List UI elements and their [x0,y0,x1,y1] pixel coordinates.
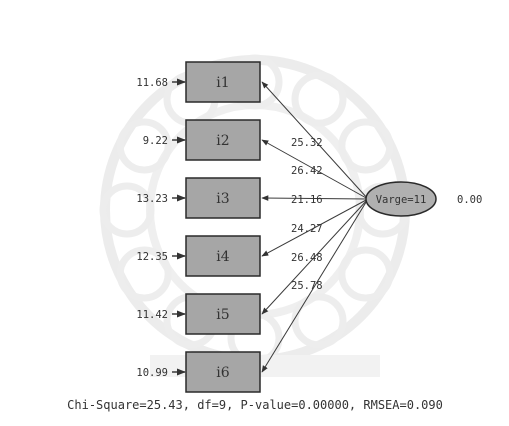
loading-value-i2: 26.42 [291,165,323,177]
indicator-label-i6: i6 [216,365,229,381]
watermark-petal [116,246,172,302]
loading-path-i1 [261,81,369,200]
indicator-label-i2: i2 [216,133,229,149]
watermark-petal [338,246,394,302]
watermark-petal [99,182,155,238]
error-variance-i1: 11.68 [136,77,168,89]
loading-value-i3: 21.16 [291,194,323,206]
watermark-petal [291,71,347,127]
error-variance-i2: 9.22 [143,135,168,147]
loading-path-i6 [261,198,369,373]
error-variance-i4: 12.35 [136,251,168,263]
latent-variable: Varge=11 0.00 [365,181,482,217]
paths-layer [172,78,369,376]
indicator-label-i3: i3 [216,191,229,207]
indicator-label-i5: i5 [216,307,229,323]
indicator-box-i5 [185,293,261,335]
loading-path-i5 [261,198,369,315]
latent-label: Varge=11 [376,194,427,206]
indicator-boxes: i1 11.68 25.32 i2 9.22 26.42 i3 13.23 21.16 i4 12.… [136,61,323,393]
loading-value-i1: 25.32 [291,137,323,149]
indicator-label-i4: i4 [216,249,229,265]
loading-value-i6: 25.78 [291,280,323,292]
watermark-petal [116,118,172,174]
latent-variance: 0.00 [457,194,482,206]
watermark-petal [291,293,347,349]
indicator-box-i2 [185,119,261,161]
error-variance-i6: 10.99 [136,367,168,379]
indicator-box-i6 [185,351,261,393]
indicator-label-i1: i1 [216,75,229,91]
loading-value-i5: 26.48 [291,252,323,264]
indicator-box-i4 [185,235,261,277]
loading-path-i4 [261,198,369,257]
indicator-box-i3 [185,177,261,219]
fit-statistics: Chi-Square=25.43, df=9, P-value=0.00000,… [67,398,443,412]
error-variance-i5: 11.42 [136,309,168,321]
error-variance-i3: 13.23 [136,193,168,205]
loading-value-i4: 24.27 [291,223,323,235]
indicator-box-i1 [185,61,261,103]
loading-path-i2 [261,139,369,200]
watermark-petal [338,118,394,174]
loading-path-i3 [261,195,369,201]
latent-ellipse [365,181,437,217]
